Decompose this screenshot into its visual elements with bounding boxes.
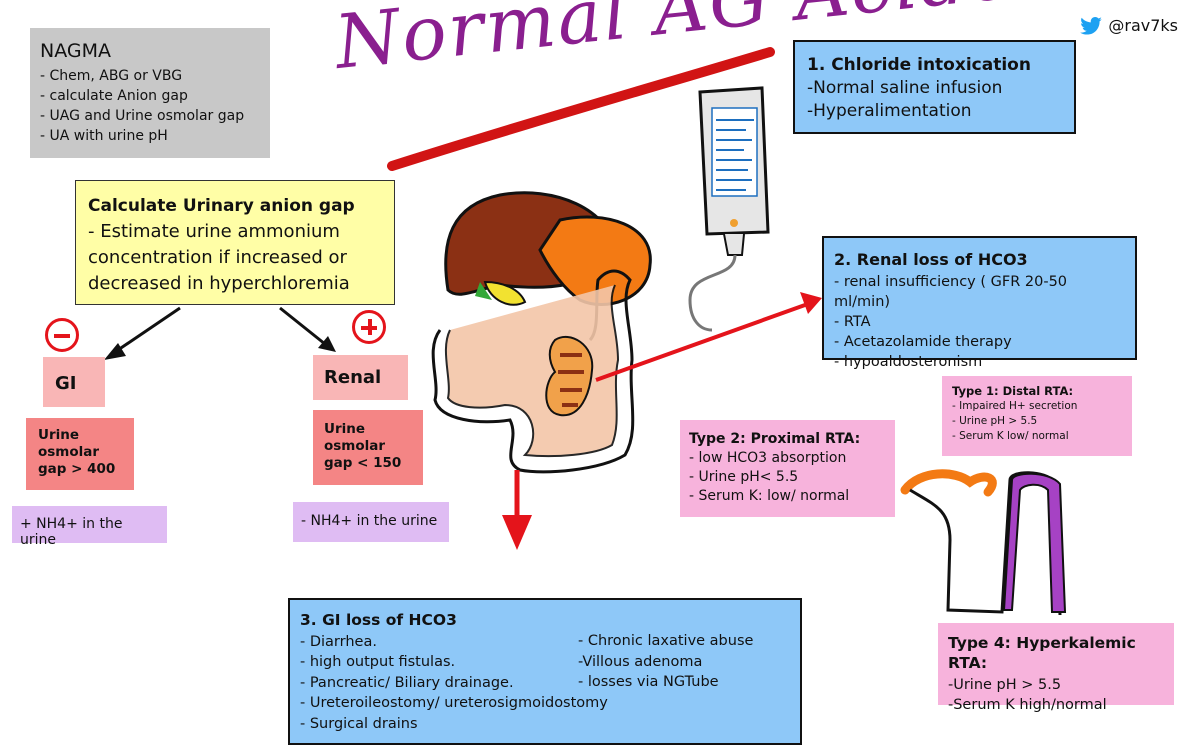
- renal-label: Renal: [313, 355, 408, 400]
- type1-item: - Urine pH > 5.5: [952, 415, 1038, 427]
- type1-item: - Impaired H+ secretion: [952, 400, 1078, 412]
- type1-heading: Type 1: Distal RTA:: [952, 384, 1074, 398]
- chloride-heading: 1. Chloride intoxication: [807, 55, 1031, 75]
- nephron-illustration: [900, 469, 1067, 616]
- renal-loss-item: - Acetazolamide therapy: [834, 334, 1012, 350]
- gi-label: GI: [43, 357, 105, 407]
- iv-bag-icon: [688, 86, 770, 332]
- kidney-to-renal-loss-arrow: [595, 292, 822, 382]
- chloride-intoxication-box: 1. Chloride intoxication -Normal saline …: [793, 40, 1076, 134]
- gi-loss-heading: 3. GI loss of HCO3: [300, 611, 457, 629]
- gi-loss-item: - Chronic laxative abuse: [578, 633, 754, 649]
- gi-loss-item: - Diarrhea.: [300, 633, 377, 650]
- type1-item: - Serum K low/ normal: [952, 430, 1069, 442]
- gi-nh4-note: + NH4+ in the urine: [12, 506, 167, 548]
- type4-heading: Type 4: Hyperkalemic RTA:: [948, 634, 1136, 672]
- chloride-item: -Hyperalimentation: [807, 101, 972, 121]
- handle-text: @rav7ks: [1108, 16, 1178, 35]
- renal-urine-osmolar-gap: Urine osmolar gap < 150: [313, 410, 423, 485]
- plus-sign-icon: [352, 310, 386, 344]
- uag-to-gi-arrow: [104, 306, 181, 360]
- type4-item: -Urine pH > 5.5: [948, 677, 1062, 693]
- uag-to-renal-arrow: [279, 306, 336, 352]
- uag-heading: Calculate Urinary anion gap: [88, 196, 355, 216]
- type2-item: - low HCO3 absorption: [689, 450, 847, 466]
- gi-loss-item: - Ureteroileostomy/ ureterosigmoidostomy: [300, 695, 608, 711]
- urinary-anion-gap-box: Calculate Urinary anion gap - Estimate u…: [75, 180, 395, 305]
- type1-distal-rta-box: Type 1: Distal RTA: - Impaired H+ secret…: [942, 376, 1132, 456]
- nagma-item: - UA with urine pH: [40, 128, 168, 144]
- gi-tract-illustration: [431, 191, 652, 474]
- type4-item: -Serum K high/normal: [948, 697, 1107, 713]
- renal-loss-item: - hypoaldosteronism: [834, 354, 983, 370]
- minus-sign-icon: [45, 318, 79, 352]
- gi-loss-item: - Surgical drains: [300, 715, 418, 732]
- renal-loss-box: 2. Renal loss of HCO3 - renal insufficie…: [822, 236, 1137, 370]
- gi-loss-item: - Pancreatic/ Biliary drainage.: [300, 674, 514, 691]
- type2-item: - Serum K: low/ normal: [689, 488, 850, 504]
- renal-loss-heading: 2. Renal loss of HCO3: [834, 250, 1028, 269]
- nagma-item: - Chem, ABG or VBG: [40, 68, 183, 84]
- uag-body: - Estimate urine ammonium concentration …: [88, 221, 350, 294]
- twitter-bird-icon: [1080, 16, 1103, 35]
- nagma-heading: NAGMA: [40, 40, 111, 62]
- nagma-box: NAGMA - Chem, ABG or VBG - calculate Ani…: [30, 28, 270, 158]
- type2-proximal-rta-box: Type 2: Proximal RTA: - low HCO3 absorpt…: [680, 420, 895, 517]
- type2-item: - Urine pH< 5.5: [689, 469, 799, 485]
- gi-loss-item: - high output fistulas.: [300, 654, 456, 670]
- title-underline: [387, 47, 775, 171]
- renal-loss-item: - RTA: [834, 314, 871, 330]
- chloride-item: -Normal saline infusion: [807, 78, 1003, 98]
- gi-loss-item: - losses via NGTube: [578, 674, 719, 690]
- gi-loss-item: -Villous adenoma: [578, 653, 703, 670]
- gi-to-gi-loss-arrow: [502, 470, 532, 550]
- gi-loss-column-2: - Chronic laxative abuse -Villous adenom…: [578, 631, 753, 693]
- nagma-item: - calculate Anion gap: [40, 88, 188, 104]
- renal-loss-item: - renal insufficiency ( GFR 20-50 ml/min…: [834, 274, 1068, 310]
- nagma-item: - UAG and Urine osmolar gap: [40, 108, 245, 124]
- type4-hyperkalemic-rta-box: Type 4: Hyperkalemic RTA: -Urine pH > 5.…: [938, 623, 1174, 713]
- type2-heading: Type 2: Proximal RTA:: [689, 431, 861, 447]
- gi-loss-box: 3. GI loss of HCO3 - Diarrhea. - high ou…: [288, 598, 802, 745]
- renal-nh4-note: - NH4+ in the urine: [293, 502, 449, 542]
- twitter-handle[interactable]: @rav7ks: [1080, 16, 1178, 35]
- gi-urine-osmolar-gap: Urine osmolar gap > 400: [26, 418, 134, 490]
